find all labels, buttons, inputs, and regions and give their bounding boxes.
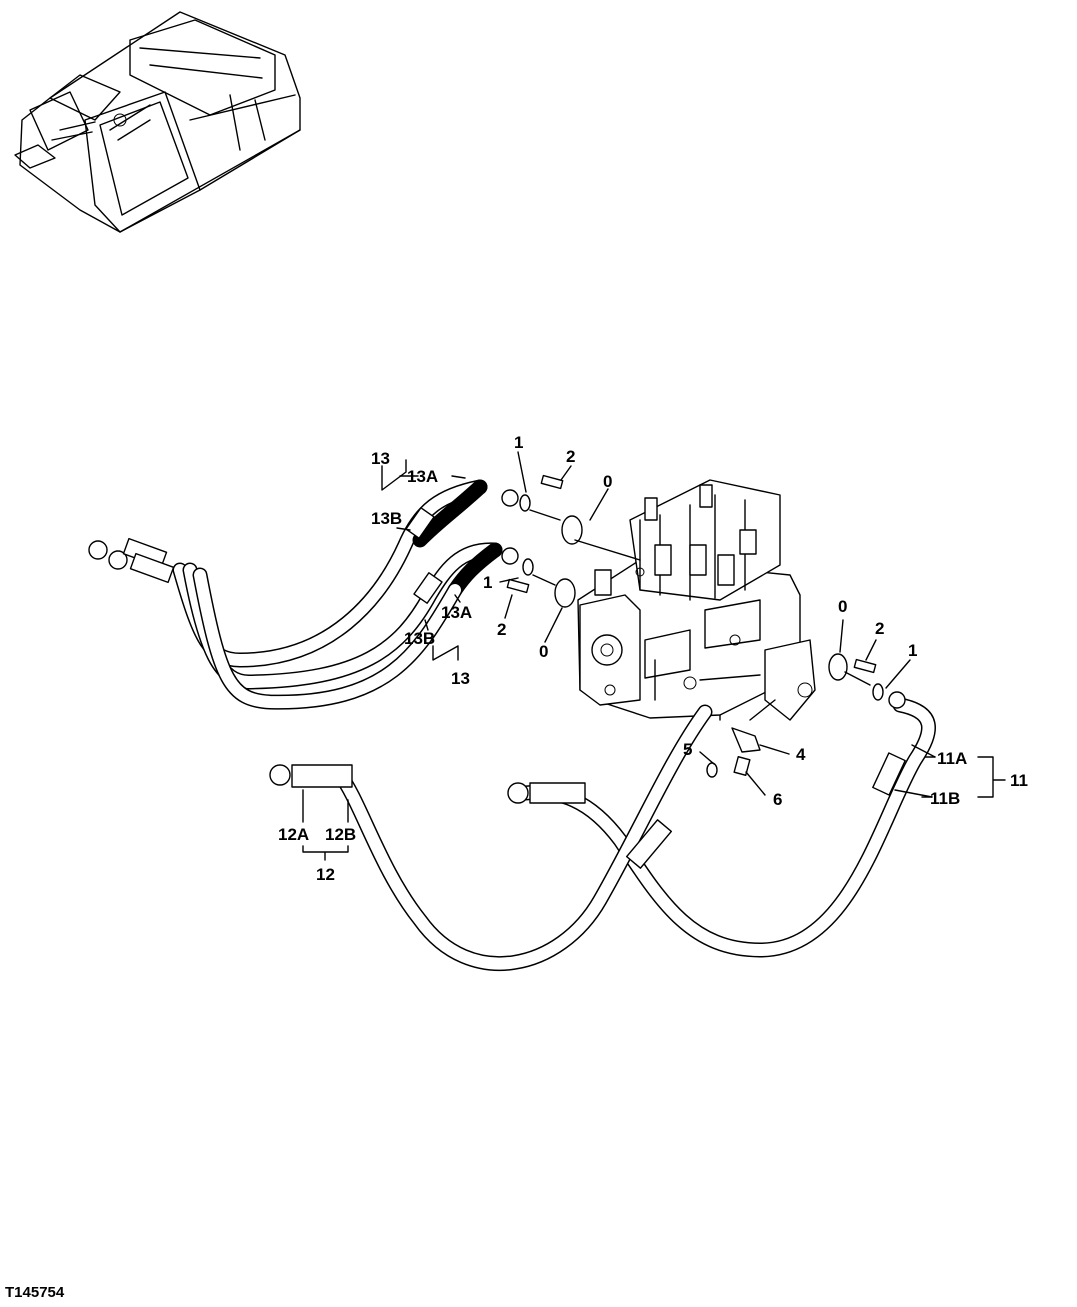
figure-id: T145754 — [5, 1284, 65, 1301]
callout-leaders — [302, 451, 1006, 861]
callout-labels: 1 2 0 1 2 0 0 2 1 4 5 6 11A 11B 11 12A 1… — [278, 433, 1028, 884]
callout-5: 5 — [683, 740, 692, 759]
callout-6: 6 — [773, 790, 782, 809]
callout-1-top: 1 — [514, 433, 523, 452]
machine-location-thumbnail — [14, 11, 301, 233]
callout-2-right: 2 — [875, 619, 884, 638]
callout-0-top: 0 — [603, 472, 612, 491]
callout-13-bottom: 13 — [451, 669, 470, 688]
callout-13a-bottom: 13A — [441, 603, 472, 622]
callout-12b: 12B — [325, 825, 356, 844]
callout-13a-top: 13A — [407, 467, 438, 486]
callout-13-top: 13 — [371, 449, 390, 468]
callout-1-left: 1 — [483, 573, 492, 592]
callout-12: 12 — [316, 865, 335, 884]
callout-0-right: 0 — [838, 597, 847, 616]
callout-0-left: 0 — [539, 642, 548, 661]
callout-13b-bottom: 13B — [404, 629, 435, 648]
hose-assembly-13 — [88, 479, 519, 710]
callout-11b: 11B — [930, 789, 960, 808]
callout-11: 11 — [1010, 771, 1028, 790]
callout-11a: 11A — [937, 749, 967, 768]
hardware-parts — [506, 474, 884, 778]
control-valve — [577, 479, 816, 721]
callout-2-top: 2 — [566, 447, 575, 466]
hose-assembly-11-12 — [269, 691, 936, 971]
callout-1-right: 1 — [908, 641, 917, 660]
callout-13b-top: 13B — [371, 509, 402, 528]
callout-4: 4 — [796, 745, 806, 764]
callout-12a: 12A — [278, 825, 309, 844]
callout-2-left: 2 — [497, 620, 506, 639]
